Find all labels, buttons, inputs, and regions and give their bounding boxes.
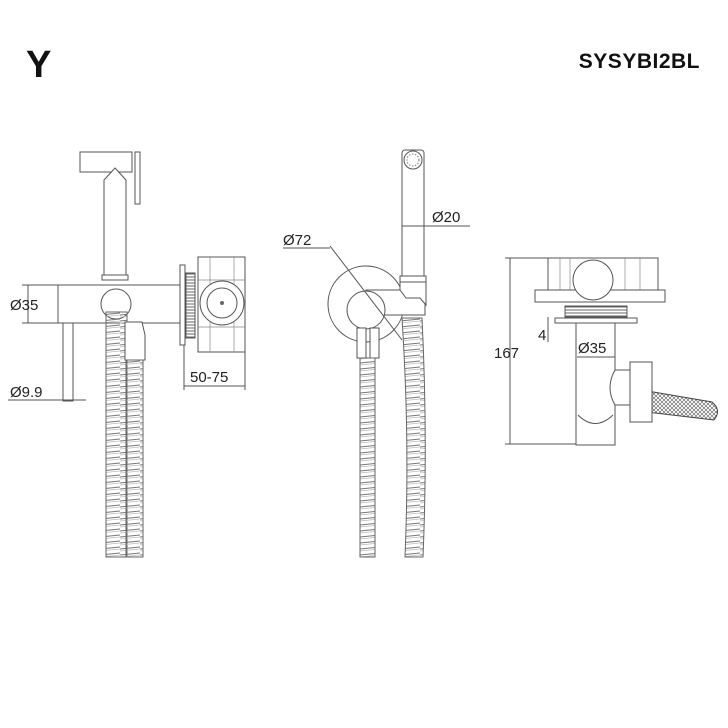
dim-total-height: 167	[494, 345, 519, 362]
valve-body	[575, 322, 616, 446]
dim-gap: 4	[538, 327, 546, 344]
hose	[125, 359, 144, 558]
hose	[359, 357, 376, 558]
outlet-pipe	[62, 322, 74, 402]
trigger	[134, 151, 141, 205]
top-view: 167 4 Ø35	[494, 257, 718, 446]
hose	[401, 317, 426, 558]
dim-handset-diameter: Ø20	[432, 209, 460, 226]
handset-shaft	[103, 167, 127, 276]
dim-valve-diameter: Ø35	[578, 340, 606, 357]
dim-side-body-diameter: Ø35	[10, 297, 38, 314]
dim-pipe-diameter: Ø9.9	[10, 384, 43, 401]
dim-plate-diameter: Ø72	[283, 232, 311, 249]
hose	[105, 311, 128, 558]
handle-block	[629, 361, 653, 423]
side-view: Ø35 Ø9.9 50-75	[8, 151, 246, 558]
dim-wall-depth: 50-75	[190, 369, 228, 386]
model-number: SYSYBI2BL	[578, 50, 700, 73]
brand-logo: Y	[26, 44, 52, 86]
spray-head	[79, 151, 133, 173]
flange	[179, 264, 186, 346]
front-view: Ø72 Ø20	[283, 149, 470, 558]
